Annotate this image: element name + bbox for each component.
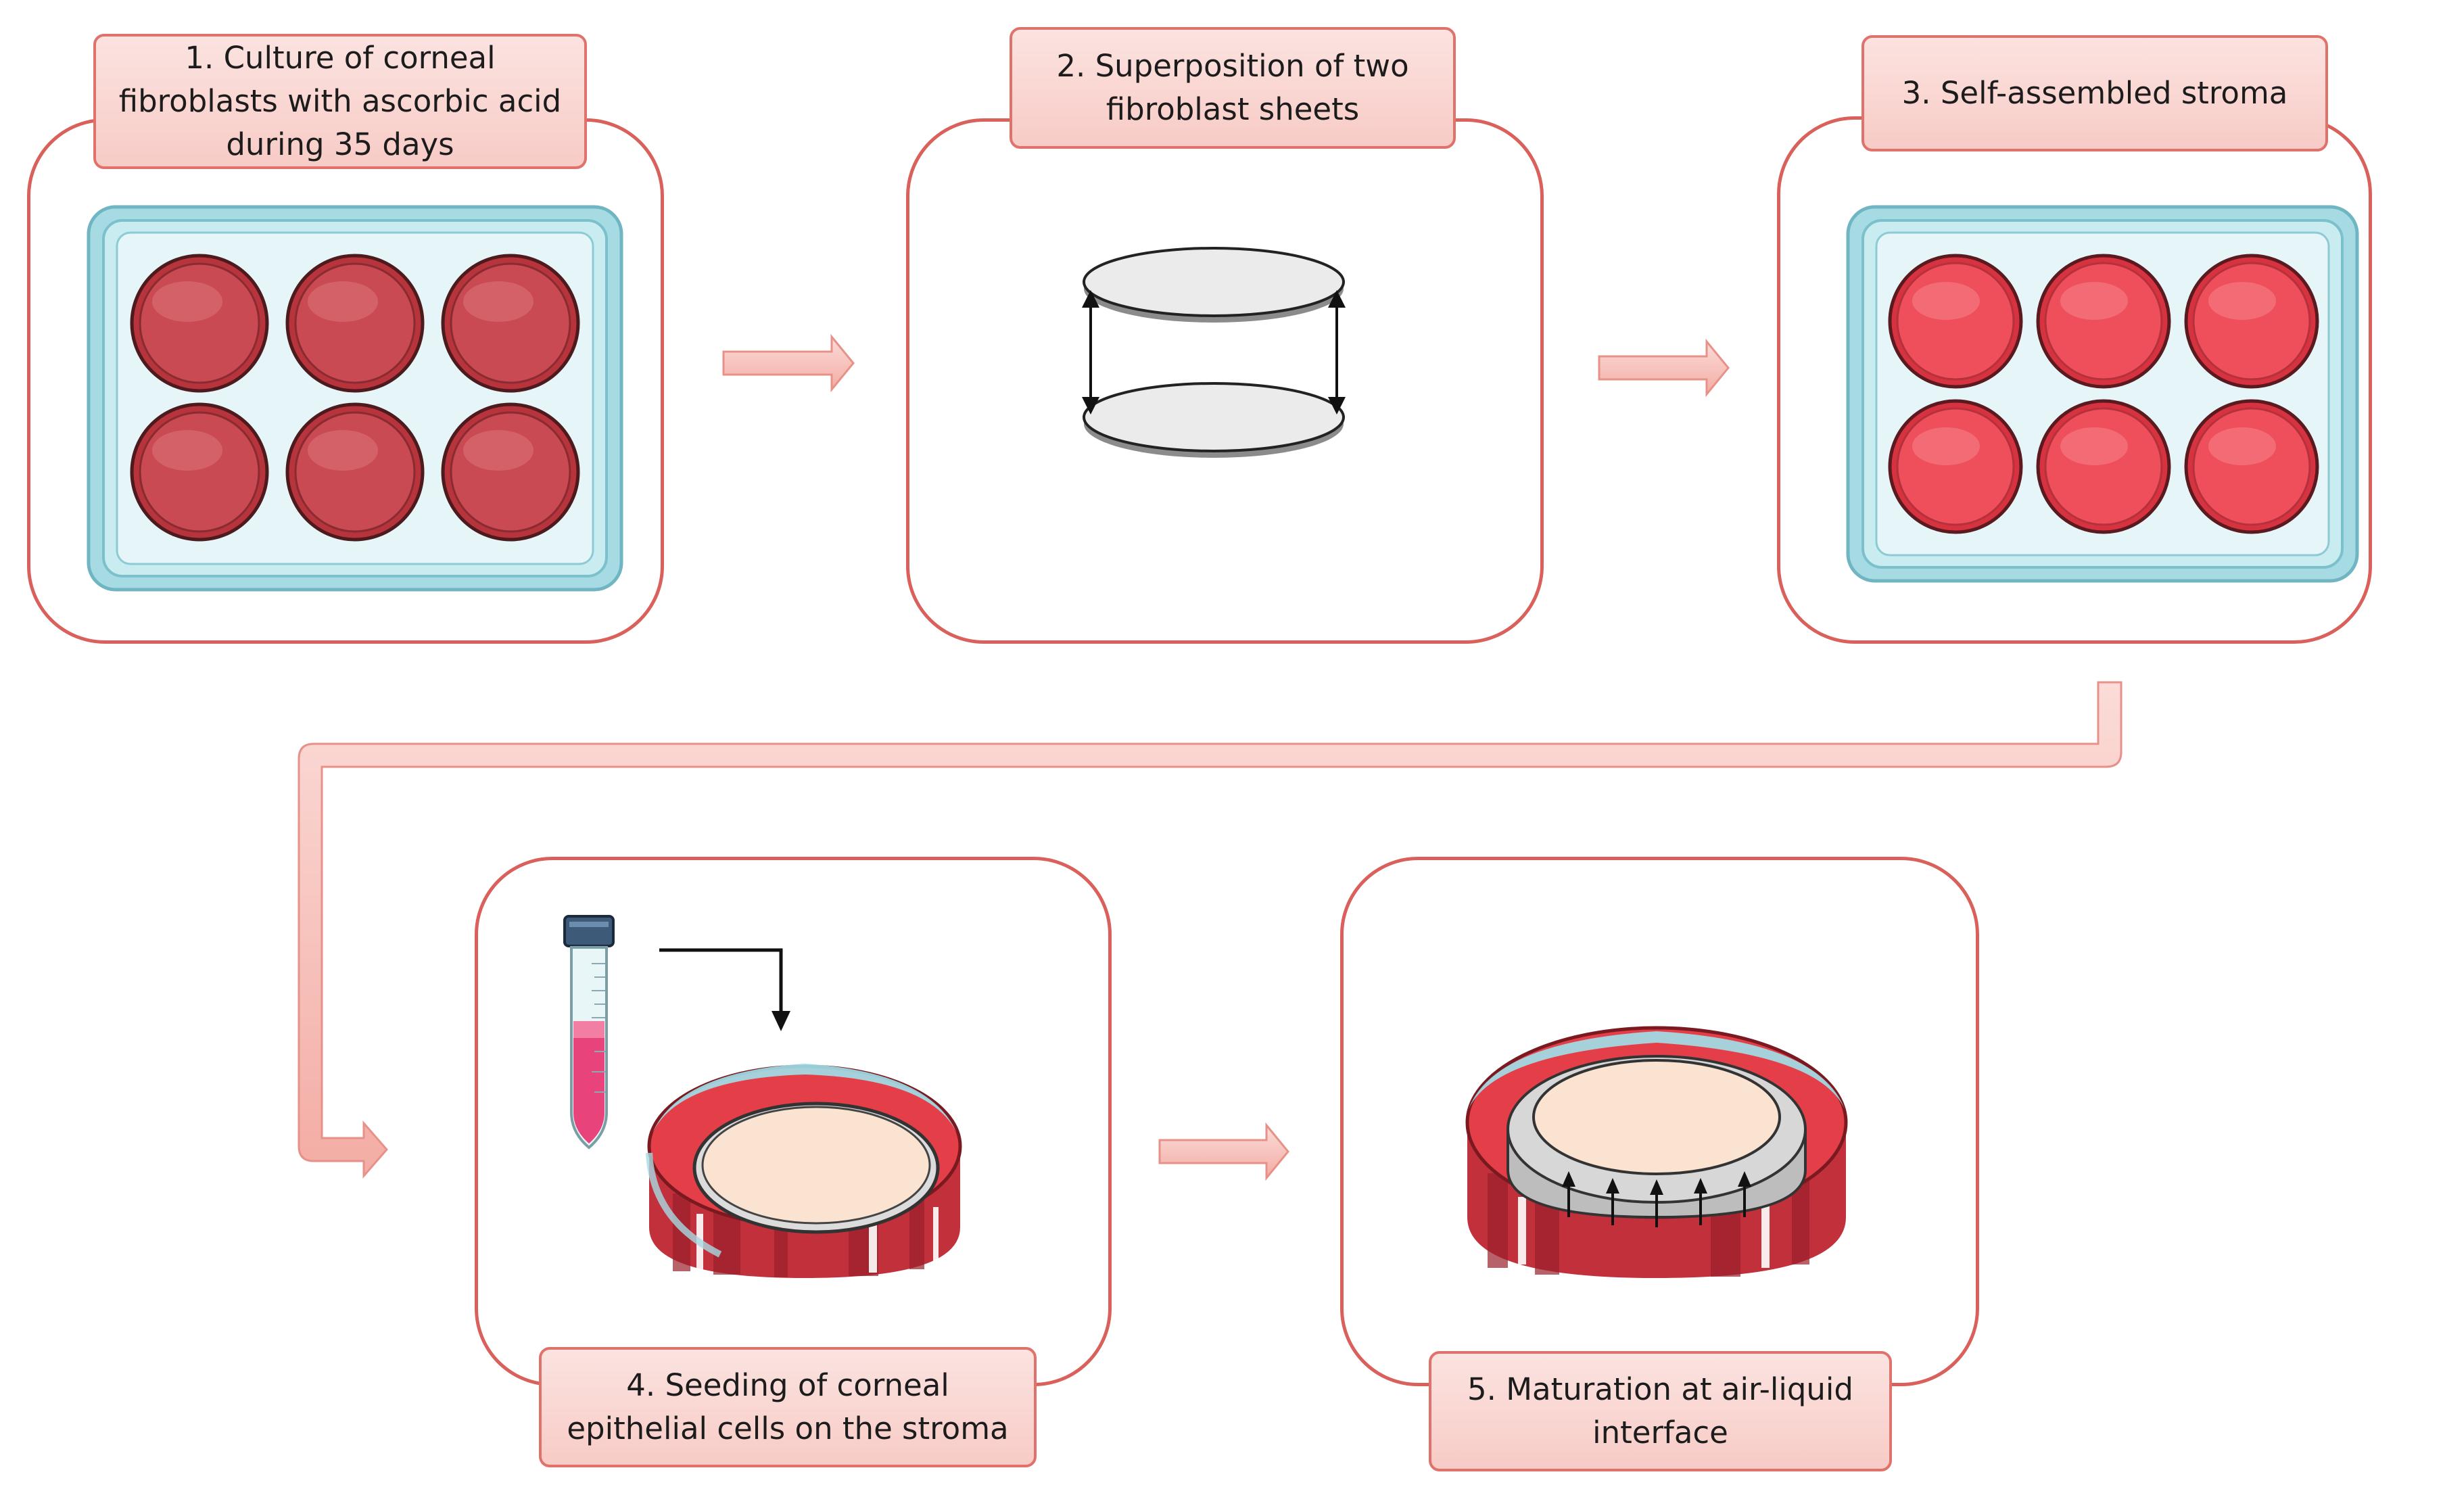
step5-label-text: 5. Maturation at air-liquid interface [1467,1371,1853,1450]
step2-panel [906,118,1544,644]
air-liquid-dish [1465,1026,1848,1278]
seeding-arrow-icon [659,948,783,1014]
step4-label-text: 4. Seeding of corneal epithelial cells o… [567,1367,1009,1446]
seeding-icon [563,915,962,1278]
arrow-step2-to-step3 [1598,338,1730,398]
arrow-step4-to-step5 [1158,1122,1289,1181]
six-well-plate-stroma-icon [1846,205,2359,583]
petri-dish-icon [646,1064,962,1278]
falcon-tube-icon [563,915,615,1150]
arrow-step3-to-step4 [298,681,2122,1179]
step5-label: 5. Maturation at air-liquid interface [1429,1351,1892,1471]
step4-label: 4. Seeding of corneal epithelial cells o… [539,1347,1037,1467]
step2-label-text: 2. Superposition of two fibroblast sheet… [1056,48,1409,127]
step3-label-text: 3. Self-assembled stroma [1901,75,2288,111]
step3-label: 3. Self-assembled stroma [1861,35,2328,151]
step2-label: 2. Superposition of two fibroblast sheet… [1010,27,1456,149]
culture-insert-icon [1465,1026,1848,1278]
step1-label-text: 1. Culture of corneal fibroblasts with a… [118,40,562,162]
six-well-plate-culture-icon [87,205,623,592]
culture-wells [130,254,580,542]
step1-label: 1. Culture of corneal fibroblasts with a… [93,34,587,169]
arrow-step1-to-step2 [722,333,855,393]
stroma-wells [1888,254,2319,534]
stacked-sheets-icon [1082,247,1346,458]
